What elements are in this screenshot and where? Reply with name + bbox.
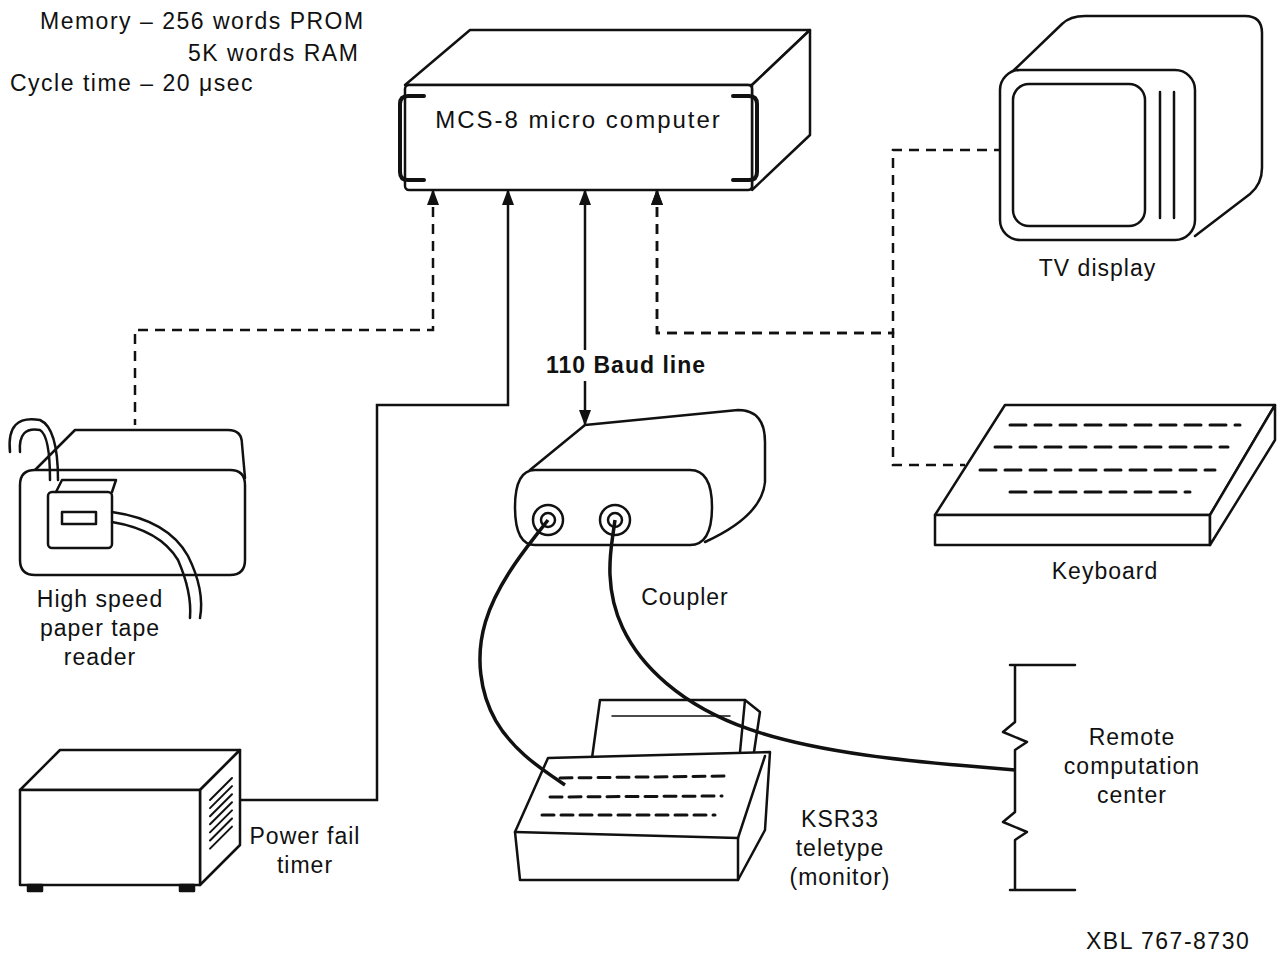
keyboard-unit — [980, 469, 1215, 472]
keyboard-unit — [1010, 491, 1190, 494]
tv-monitor — [1000, 16, 1262, 240]
computer-chassis — [400, 96, 424, 180]
teletype-terminal — [515, 752, 770, 880]
computer-box: MCS-8 micro computer — [405, 85, 752, 190]
box-label: MCS-8 micro computer — [405, 105, 752, 135]
signal-line — [657, 190, 965, 465]
device-caption: TV display — [980, 254, 1215, 283]
spec-note: 5K words RAM — [188, 40, 359, 67]
tape-reader — [20, 429, 50, 480]
teletype-terminal — [542, 814, 715, 817]
tv-monitor — [1173, 92, 1176, 218]
teletype-terminal — [737, 838, 740, 880]
timer-box — [20, 750, 240, 891]
tv-monitor — [1000, 70, 1195, 240]
tv-monitor — [1013, 84, 1145, 226]
signal-line — [240, 190, 508, 800]
computer-chassis — [400, 30, 810, 190]
computer-chassis — [405, 30, 810, 85]
teletype-terminal — [542, 776, 730, 815]
coupler-unit: Coupler — [515, 425, 765, 545]
device-caption: High speed paper tape reader — [35, 585, 165, 671]
computer-chassis — [733, 96, 757, 180]
teletype-terminal — [515, 700, 770, 880]
line-label: 110 Baud line — [540, 350, 712, 381]
teletype-terminal — [515, 756, 765, 838]
timer-box — [28, 885, 42, 891]
teletype-terminal — [592, 700, 745, 758]
keyboard-unit: Keyboard — [935, 405, 1275, 545]
remote-center: Remote computation center — [1010, 665, 1250, 890]
computer-chassis — [752, 30, 810, 190]
keyboard-unit — [995, 446, 1228, 449]
cable — [610, 520, 1015, 770]
keyboard-unit — [1010, 424, 1240, 427]
cable — [480, 520, 565, 785]
signal-line — [584, 190, 587, 425]
tape-reader — [56, 480, 116, 492]
device-caption: Power fail timer — [245, 822, 365, 880]
timer-box — [210, 778, 232, 849]
keyboard-unit — [980, 425, 1240, 492]
acoustic-coupler — [515, 410, 765, 545]
device-caption: Coupler — [620, 583, 750, 612]
display-unit: TV display — [1000, 70, 1195, 240]
tape-reader — [62, 512, 96, 524]
figure-number: XBL 767-8730 — [1086, 928, 1250, 955]
teletype-terminal — [550, 796, 722, 797]
device-caption: Keyboard — [995, 557, 1215, 586]
keyboard-unit — [935, 405, 1275, 545]
device-caption: Remote computation center — [1047, 723, 1217, 809]
timer-box — [210, 827, 232, 849]
tape-reader — [10, 419, 58, 480]
spec-note: Memory – 256 words PROM — [40, 8, 365, 35]
timer-box — [200, 750, 240, 885]
computer-chassis — [405, 85, 752, 190]
tape-reader — [20, 470, 245, 575]
timer-box — [20, 790, 200, 885]
reader-unit: High speed paper tape reader — [15, 425, 245, 575]
signal-line — [657, 150, 1000, 333]
teletype-unit: KSR33 teletype (monitor) — [510, 730, 770, 880]
timer-box — [180, 885, 194, 891]
signal-line — [135, 190, 433, 425]
spec-note: Cycle time – 20 μsec — [10, 70, 254, 97]
tape-reader — [48, 492, 112, 548]
teletype-terminal — [745, 700, 760, 752]
keyboard-unit — [935, 515, 1210, 545]
timer-unit: Power fail timer — [20, 750, 240, 890]
device-caption: KSR33 teletype (monitor) — [780, 805, 900, 891]
teletype-terminal — [560, 776, 730, 778]
tv-monitor — [1159, 92, 1162, 218]
